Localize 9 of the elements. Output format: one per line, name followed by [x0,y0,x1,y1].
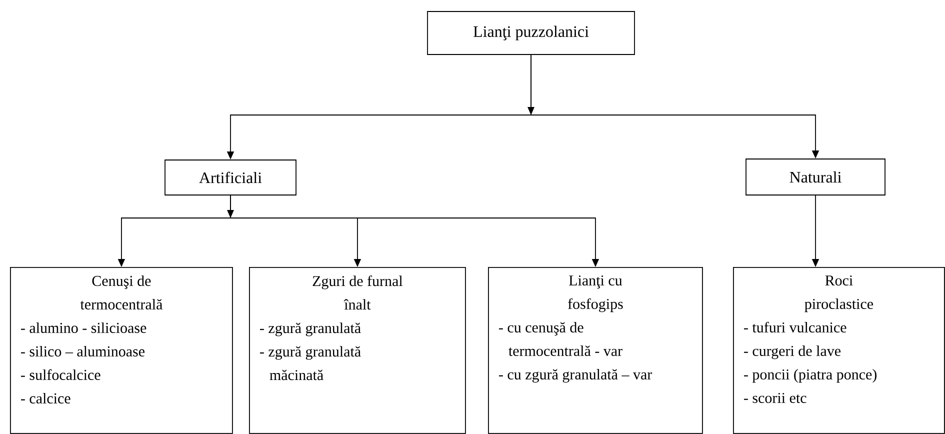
arrowhead [227,210,234,218]
category-box: Artificiali [164,160,296,196]
list-box: Lianţi cu fosfogips - cu cenuşă de termocentrală - var - cu zgură granulată – var [488,267,703,434]
arrowhead [528,107,534,115]
root-box: Lianţi puzzolanici [427,11,635,55]
list-box: Roci piroclastice - tufuri vulcanice - curgeri de lave - poncii (piatra ponce) - scorii etc [733,267,945,434]
list-box: Zguri de furnal înalt - zgură granulată - zgură granulată măcinată [249,267,466,434]
category-box: Naturali [746,158,886,196]
list-box: Cenuşi de termocentrală - alumino - silicioase - silico – aluminoase - sulfocalcice - calcice [10,267,233,434]
